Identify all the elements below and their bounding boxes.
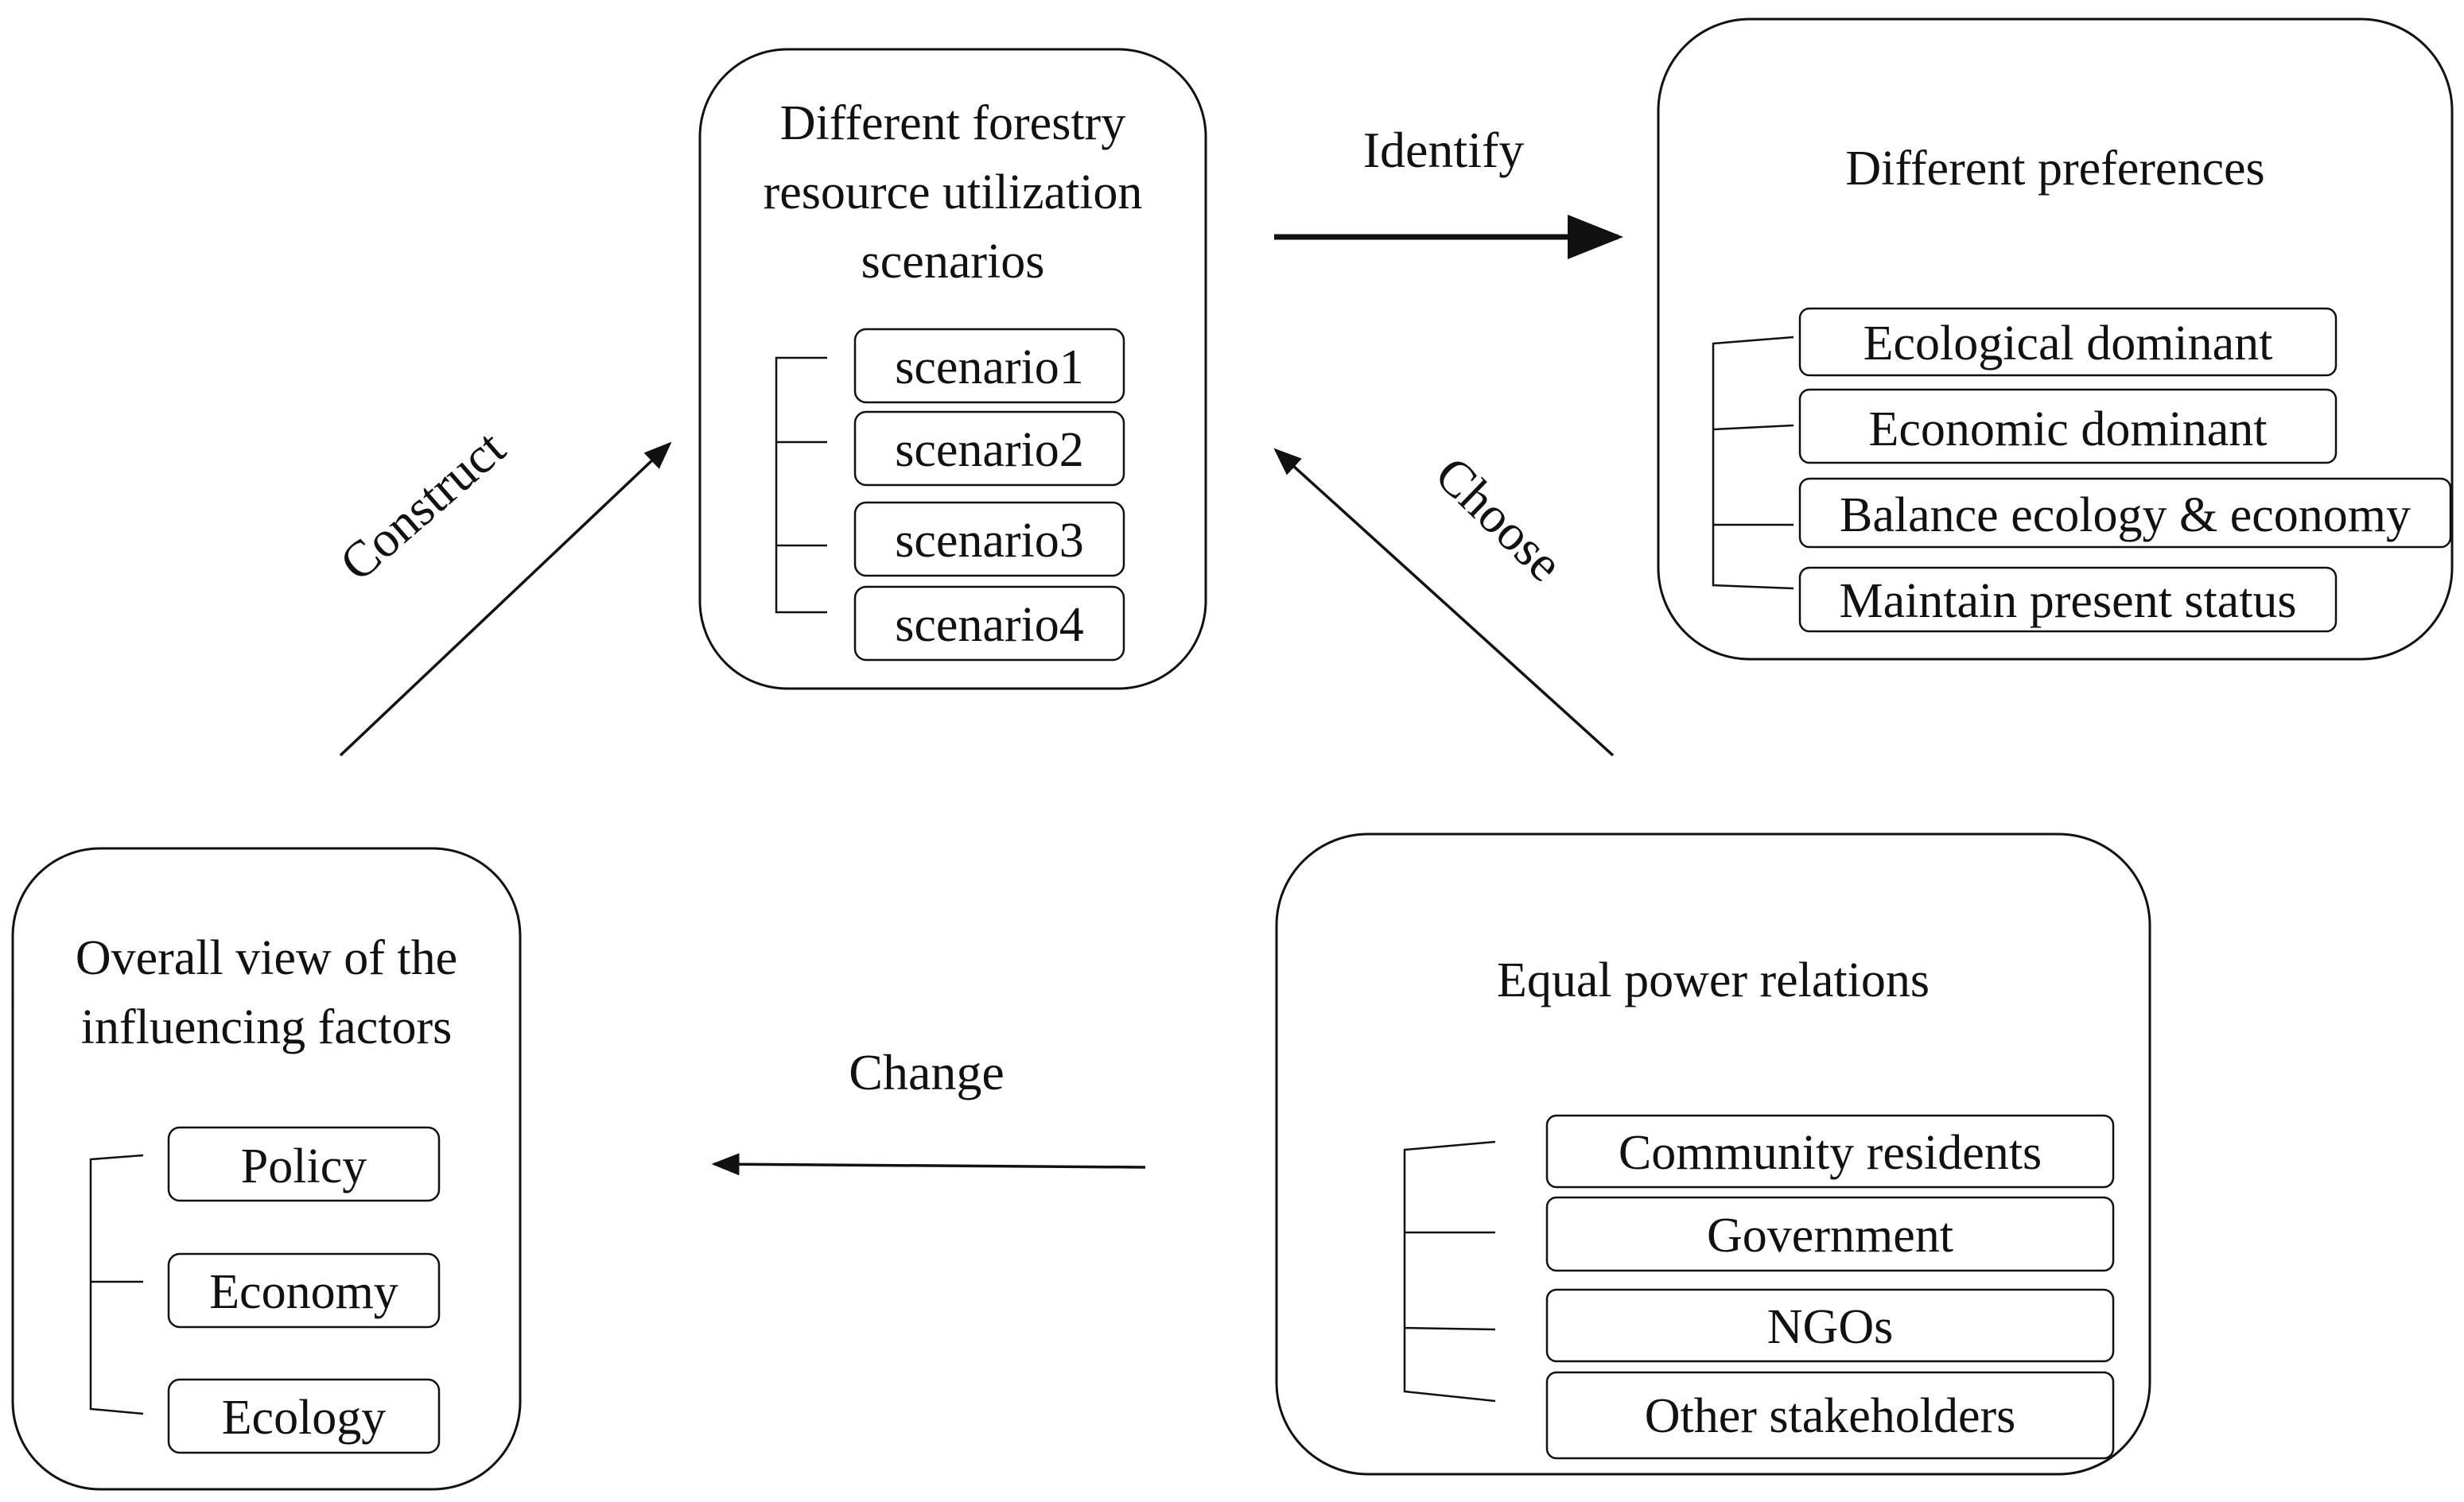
preference-item-label: Ecological dominant	[1864, 316, 2273, 371]
scenario-item-label: scenario1	[895, 340, 1084, 394]
preference-item: Maintain present status	[1798, 566, 2338, 633]
stakeholder-item: NGOs	[1545, 1288, 2115, 1363]
preference-item: Balance ecology & economy	[1798, 477, 2452, 549]
power-title: Equal power relations	[1497, 953, 1930, 1007]
stakeholder-item: Community residents	[1545, 1114, 2115, 1189]
factor-item: Economy	[167, 1252, 441, 1329]
power-bracket	[1403, 1140, 1496, 1403]
choose-arrow: Choose	[1273, 445, 1615, 757]
factor-item-label: Policy	[241, 1139, 367, 1193]
stakeholder-item-label: Government	[1707, 1209, 1953, 1263]
preference-item-label: Maintain present status	[1839, 574, 2296, 628]
factor-item-label: Economy	[209, 1265, 398, 1319]
preference-item-label: Balance ecology & economy	[1840, 488, 2411, 542]
preferences-title: Different preferences	[1845, 142, 2264, 196]
scenario-item-label: scenario3	[895, 514, 1084, 568]
factors-title-line-2: influencing factors	[81, 1000, 453, 1054]
construct-arrow: Construct	[329, 419, 672, 757]
factor-item: Ecology	[167, 1378, 441, 1454]
change-label: Change	[849, 1044, 1005, 1100]
scenarios-box: Different forestry resource utilization …	[698, 48, 1207, 690]
scenarios-title-line-1: Different forestry	[780, 96, 1125, 150]
scenario-item-label: scenario2	[895, 423, 1084, 477]
scenarios-bracket	[775, 356, 827, 614]
stakeholder-item: Other stakeholders	[1545, 1371, 2115, 1460]
scenarios-title-line-2: resource utilization	[764, 165, 1143, 219]
factor-item: Policy	[167, 1126, 441, 1202]
factor-item-label: Ecology	[222, 1391, 387, 1445]
scenario-item: scenario1	[853, 328, 1125, 404]
scenarios-title-line-3: scenarios	[861, 235, 1045, 289]
scenario-item: scenario3	[853, 501, 1125, 577]
preference-item-label: Economic dominant	[1868, 402, 2267, 456]
identify-arrow: Identify	[1274, 122, 1623, 259]
preferences-bracket	[1712, 336, 1794, 590]
change-arrow: Change	[711, 1044, 1146, 1176]
stakeholder-item-label: Community residents	[1619, 1126, 2042, 1180]
scenario-item: scenario4	[853, 585, 1125, 662]
preferences-box: Different preferences Ecological dominan…	[1657, 17, 2454, 661]
stakeholder-item-label: NGOs	[1767, 1300, 1893, 1354]
scenario-item-label: scenario4	[895, 598, 1084, 652]
factors-bracket	[89, 1154, 144, 1415]
choose-label: Choose	[1424, 445, 1573, 592]
stakeholder-item-label: Other stakeholders	[1645, 1389, 2016, 1443]
factors-box: Overall view of the influencing factors …	[11, 847, 522, 1491]
scenario-item: scenario2	[853, 410, 1125, 487]
identify-label: Identify	[1363, 122, 1525, 178]
stakeholder-item: Government	[1545, 1196, 2115, 1272]
construct-label: Construct	[329, 419, 516, 592]
power-box: Equal power relations Community resident…	[1275, 833, 2151, 1476]
factors-title-line-1: Overall view of the	[76, 931, 457, 985]
preference-item: Ecological dominant	[1798, 307, 2338, 377]
preference-item: Economic dominant	[1798, 388, 2338, 464]
